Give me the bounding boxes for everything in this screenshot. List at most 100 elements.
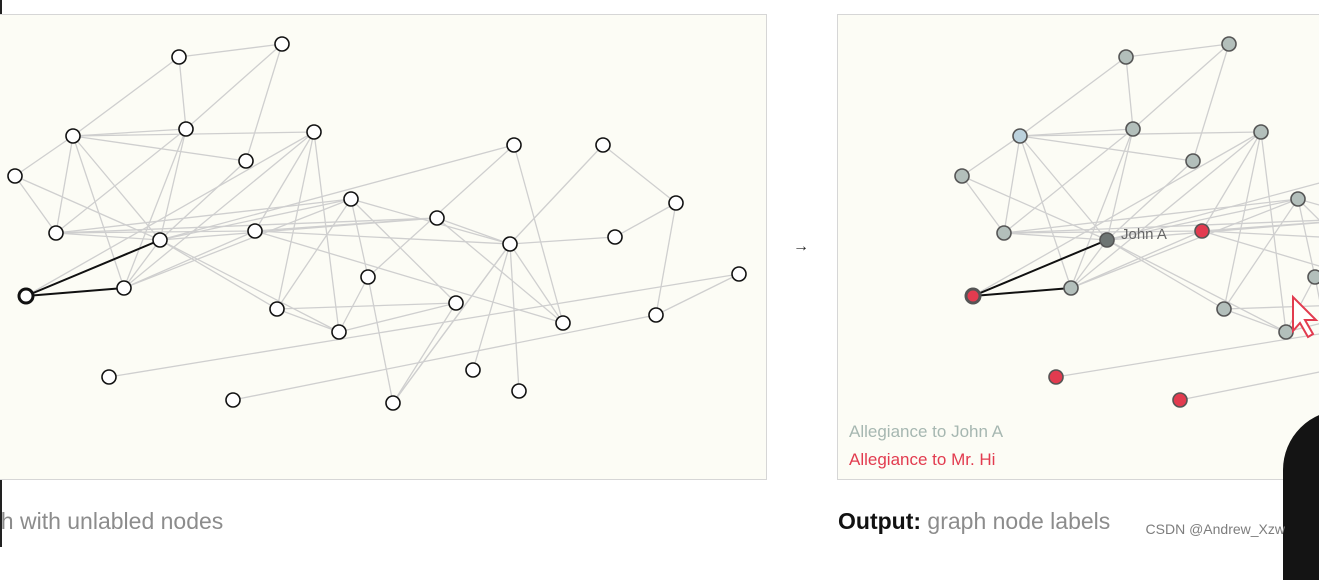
graph-edge xyxy=(276,131,315,310)
graph-edge xyxy=(436,217,564,324)
graph-node xyxy=(607,229,623,245)
graph-edge xyxy=(1314,272,1319,278)
graph-edge xyxy=(1223,305,1319,310)
graph-edge xyxy=(961,175,1005,234)
graph-edge xyxy=(55,217,438,234)
graph-edge xyxy=(1260,131,1287,333)
graph-edge xyxy=(123,198,352,289)
output-caption-rest: graph node labels xyxy=(921,508,1111,534)
graph-node xyxy=(1012,128,1028,144)
legend-john-a: Allegiance to John A xyxy=(849,422,1004,441)
graph-node xyxy=(1063,280,1079,296)
graph-edge xyxy=(1019,56,1127,137)
highlight-edge xyxy=(972,239,1108,297)
graph-node xyxy=(17,287,35,305)
input-caption: ph with unlabled nodes xyxy=(0,508,224,534)
graph-edge xyxy=(1106,198,1299,241)
graph-edge xyxy=(123,128,187,289)
graph-edge xyxy=(509,236,616,245)
output-caption: Output: graph node labels xyxy=(838,508,1110,535)
graph-edge xyxy=(338,302,457,333)
graph-edge xyxy=(1106,239,1287,333)
graph-node xyxy=(178,121,194,137)
graph-edge xyxy=(108,273,740,378)
graph-edge xyxy=(232,314,657,401)
graph-edge xyxy=(123,239,161,289)
graph-node xyxy=(1194,223,1210,239)
graph-edge xyxy=(1201,131,1262,232)
graph-edge xyxy=(1070,230,1203,289)
graph-edge xyxy=(159,160,247,241)
graph-node xyxy=(238,153,254,169)
graph-edge xyxy=(1314,276,1319,301)
graph-edge xyxy=(123,131,315,289)
graph-node xyxy=(1216,301,1232,317)
graph-edge xyxy=(159,144,515,241)
graph-edge xyxy=(1106,160,1194,241)
graph-edge xyxy=(159,239,340,333)
graph-edge xyxy=(1106,182,1319,241)
graph-edge xyxy=(1019,135,1194,162)
graph-edge xyxy=(178,56,187,130)
graph-edge xyxy=(178,43,283,58)
graph-node xyxy=(171,49,187,65)
graph-edge xyxy=(1019,131,1262,137)
graph-node xyxy=(1125,121,1141,137)
graph-node xyxy=(429,210,445,226)
graph-edge xyxy=(1223,308,1287,333)
graph-node xyxy=(360,269,376,285)
graph-edge xyxy=(1179,371,1319,401)
graph-edge xyxy=(1297,198,1319,221)
graph-node xyxy=(116,280,132,296)
highlight-edge xyxy=(25,239,161,297)
graph-edge xyxy=(1019,128,1134,137)
graph-node xyxy=(48,225,64,241)
graph-edge xyxy=(159,239,278,310)
graph-node xyxy=(247,223,263,239)
graph-edge xyxy=(436,217,511,245)
graph-node xyxy=(7,168,23,184)
graph-edge xyxy=(72,135,161,241)
graph-edge xyxy=(254,230,564,324)
graph-edge xyxy=(1223,131,1262,310)
graph-edge xyxy=(276,308,340,333)
graph-edge xyxy=(961,135,1021,177)
graph-edge xyxy=(254,131,315,232)
graph-edge xyxy=(972,131,1262,297)
graph-edge xyxy=(392,243,511,404)
john-a-node-label: John A xyxy=(1121,226,1167,243)
highlight-edge xyxy=(972,287,1072,297)
graph-edge xyxy=(1003,128,1134,234)
graph-node xyxy=(65,128,81,144)
graph-node xyxy=(1307,269,1319,285)
graph-edge xyxy=(55,128,187,234)
graph-edge xyxy=(1106,222,1319,241)
graph-edge xyxy=(509,243,564,324)
graph-edge xyxy=(1070,128,1134,289)
graph-edge xyxy=(392,302,457,404)
graph-edge xyxy=(1106,239,1225,310)
graph-node xyxy=(331,324,347,340)
graph-edge xyxy=(55,135,74,234)
arrow-glyph: → xyxy=(793,238,809,255)
graph-node xyxy=(731,266,747,282)
graph-edge xyxy=(72,131,315,137)
graph-edge xyxy=(72,135,125,289)
graph-edge xyxy=(1003,232,1108,241)
graph-node xyxy=(595,137,611,153)
graph-edge xyxy=(509,144,604,245)
graph-edge xyxy=(509,243,520,392)
graph-node xyxy=(343,191,359,207)
output-graph-panel: John A xyxy=(837,14,1319,480)
graph-node xyxy=(269,301,285,317)
graph-edge xyxy=(1106,128,1134,241)
graph-node xyxy=(511,383,527,399)
graph-node xyxy=(1099,232,1115,248)
graph-node xyxy=(385,395,401,411)
graph-node xyxy=(964,287,982,305)
graph-node xyxy=(1290,191,1306,207)
graph-edge xyxy=(1003,219,1319,234)
graph-node xyxy=(1118,49,1134,65)
graph-edge xyxy=(276,198,352,310)
graph-edge xyxy=(655,202,677,316)
